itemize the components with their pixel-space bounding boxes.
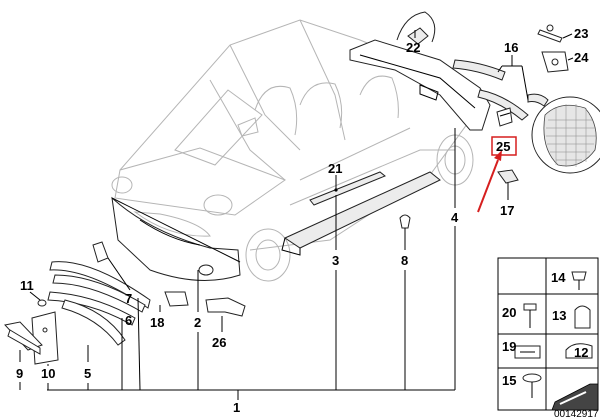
callout-22: 22 — [406, 40, 420, 55]
part-25-clip — [496, 107, 513, 127]
callout-5: 5 — [84, 366, 91, 381]
side-sill — [281, 171, 441, 256]
callout-4: 4 — [451, 210, 459, 225]
leader-lines — [19, 30, 574, 400]
callout-19: 19 — [502, 339, 516, 354]
callout-6: 6 — [125, 313, 132, 328]
front-bumper — [111, 196, 241, 281]
part-17-bracket — [497, 169, 519, 184]
fastener-inset — [497, 257, 599, 411]
callout-23: 23 — [574, 26, 588, 41]
part-24-bracket — [541, 51, 569, 73]
part-16-strips — [452, 59, 529, 121]
callout-13: 13 — [552, 308, 566, 323]
part-7-insert — [92, 241, 109, 263]
callout-20: 20 — [502, 305, 516, 320]
callout-15: 15 — [502, 373, 516, 388]
callout-17: 17 — [500, 203, 514, 218]
callout-2: 2 — [194, 315, 201, 330]
callout-labels: 1 2 3 4 5 6 7 8 9 10 11 12 13 14 15 16 1… — [16, 26, 599, 419]
highlight-box — [491, 136, 517, 156]
callout-7: 7 — [125, 291, 132, 306]
callout-24: 24 — [574, 50, 589, 65]
callout-8: 8 — [401, 253, 408, 268]
callout-25: 25 — [496, 139, 510, 154]
part-8-plug — [399, 214, 411, 229]
part-9-plate-holder — [4, 321, 43, 355]
callout-12: 12 — [574, 345, 588, 360]
callout-1: 1 — [233, 400, 240, 415]
callout-9: 9 — [16, 366, 23, 381]
part-11-nut — [37, 299, 47, 307]
callout-10: 10 — [41, 366, 55, 381]
part-23-clip — [537, 24, 563, 43]
highlight-arrow — [477, 150, 502, 213]
callout-26: 26 — [212, 335, 226, 350]
part-18-piece — [164, 291, 189, 307]
grille-trims — [47, 261, 151, 346]
diagram-id: 00142917 — [554, 409, 599, 419]
rear-bumper — [349, 39, 491, 131]
callout-21: 21 — [328, 161, 342, 176]
reflector-detail — [527, 93, 600, 174]
callout-11: 11 — [20, 278, 34, 293]
callout-16: 16 — [504, 40, 518, 55]
callout-18: 18 — [150, 315, 164, 330]
part-26-bracket — [205, 297, 246, 317]
callout-14: 14 — [551, 270, 566, 285]
callout-3: 3 — [332, 253, 339, 268]
part-22-bracket — [396, 11, 436, 45]
